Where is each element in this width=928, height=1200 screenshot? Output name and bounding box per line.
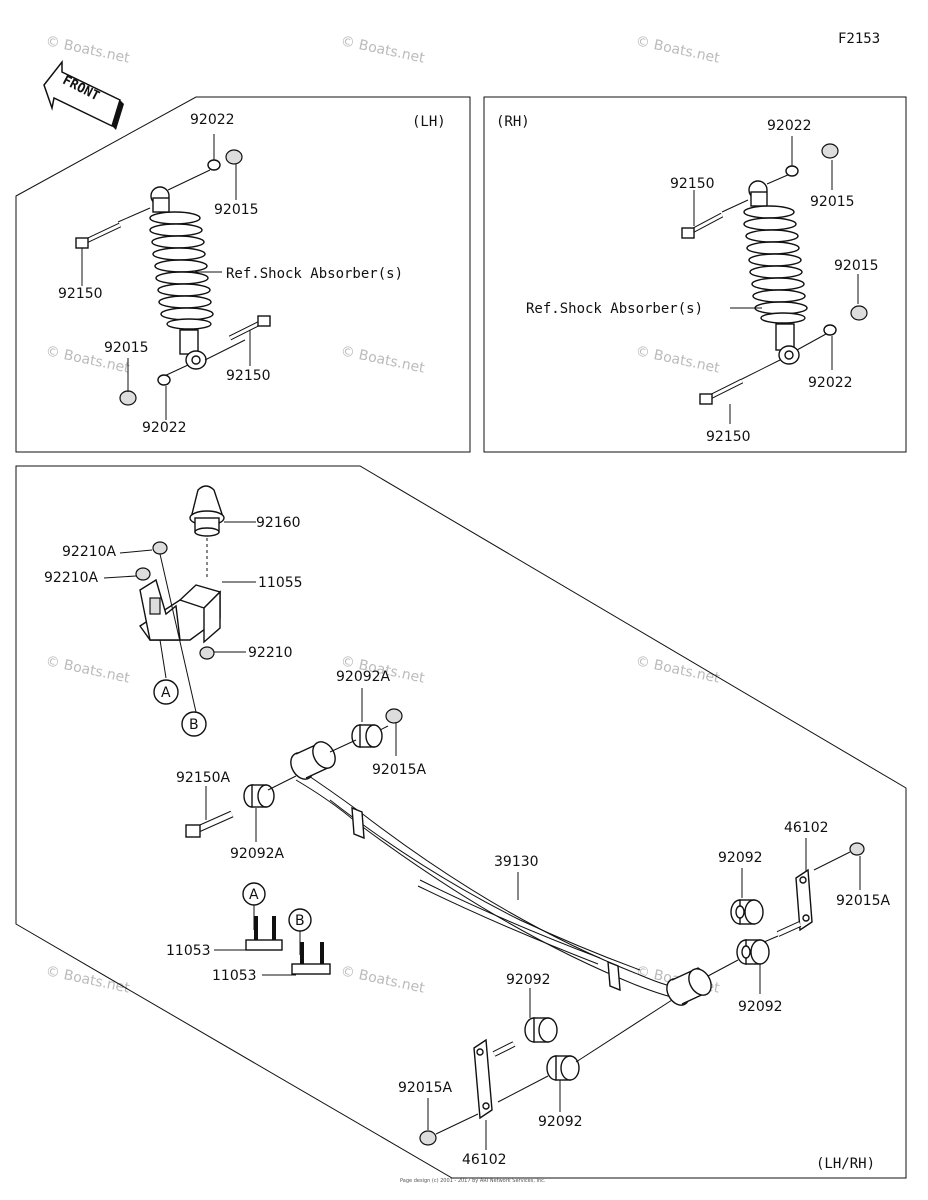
bush-left-2 xyxy=(546,1055,580,1081)
part-label: 11053 xyxy=(212,968,257,984)
leaf-side-label: (LH/RH) xyxy=(816,1156,875,1172)
rh-ref-label: Ref.Shock Absorber(s) xyxy=(526,301,703,317)
part-label: 92210A xyxy=(62,544,117,560)
clamp-a xyxy=(245,916,283,951)
watermark: © Boats.net xyxy=(339,343,426,377)
part-label: 92015 xyxy=(834,258,879,274)
part-label: 92015A xyxy=(372,762,427,778)
lh-bolt-bottom xyxy=(228,315,271,341)
lh-nut-bottom xyxy=(119,390,137,406)
rh-bolt-bottom xyxy=(699,378,744,405)
callout-b xyxy=(181,711,207,737)
part-label: 11053 xyxy=(166,943,211,959)
watermark: © Boats.net xyxy=(44,963,131,997)
footer-small: Page design (c) 2001 - 2017 by ARI Netwo… xyxy=(400,1178,546,1184)
bush-left-1 xyxy=(524,1017,558,1043)
lh-shock-absorber xyxy=(149,186,214,370)
callout-a-label: A xyxy=(161,685,171,701)
shackle-left xyxy=(473,1038,516,1120)
callout-b-clamp-label: B xyxy=(295,913,305,929)
watermark: © Boats.net xyxy=(634,33,721,67)
part-label: 46102 xyxy=(784,820,829,836)
nut-92015a-top xyxy=(385,708,403,724)
bolt-92150a xyxy=(185,810,234,838)
lh-washer-top xyxy=(207,159,221,171)
lh-nut-top xyxy=(225,149,243,165)
clamp-b xyxy=(291,942,331,975)
rh-bolt-top xyxy=(681,212,724,239)
part-label: 92092A xyxy=(230,846,285,862)
rh-nut-bottom xyxy=(850,305,868,321)
shackle-right xyxy=(776,868,813,937)
bracket xyxy=(139,578,222,644)
part-label: 92092A xyxy=(336,669,391,685)
watermark: © Boats.net xyxy=(44,33,131,67)
lh-panel xyxy=(15,96,471,453)
nut-92210 xyxy=(199,646,215,660)
nut-92015a-left xyxy=(419,1130,437,1146)
part-label: 92092 xyxy=(538,1114,583,1130)
rh-side-label: (RH) xyxy=(496,114,530,130)
lh-washer-bottom xyxy=(157,374,171,386)
rh-washer-bottom xyxy=(823,324,837,336)
rh-washer-top xyxy=(785,165,799,177)
bush-right-2 xyxy=(736,939,770,965)
diagram-code: F2153 xyxy=(838,31,880,47)
part-label: 92015 xyxy=(214,202,259,218)
bushing-92092a xyxy=(243,784,275,808)
watermark: © Boats.net xyxy=(634,653,721,687)
part-label: 92015 xyxy=(810,194,855,210)
part-label: 92092 xyxy=(506,972,551,988)
part-label: 92022 xyxy=(808,375,853,391)
watermark: © Boats.net xyxy=(44,653,131,687)
part-label: 92150A xyxy=(176,770,231,786)
lh-bolt-top xyxy=(75,222,122,249)
part-label: 92022 xyxy=(190,112,235,128)
part-label: 92150 xyxy=(670,176,715,192)
nut-92210a-1 xyxy=(152,541,168,555)
part-label: 92022 xyxy=(142,420,187,436)
part-label: 39130 xyxy=(494,854,539,870)
part-label: 92210 xyxy=(248,645,293,661)
part-label: 92022 xyxy=(767,118,812,134)
lh-side-label: (LH) xyxy=(412,114,446,130)
part-label: 92150 xyxy=(226,368,271,384)
part-label: 92092 xyxy=(738,999,783,1015)
callout-a-clamp-label: A xyxy=(249,887,259,903)
part-label: 46102 xyxy=(462,1152,507,1168)
bump-stop xyxy=(189,485,225,537)
part-label: 92092 xyxy=(718,850,763,866)
leaf-spring xyxy=(290,741,712,1006)
rh-nut-top xyxy=(821,143,839,159)
part-label: 92150 xyxy=(58,286,103,302)
watermark: © Boats.net xyxy=(634,343,721,377)
part-label: 11055 xyxy=(258,575,303,591)
lh-ref-label: Ref.Shock Absorber(s) xyxy=(226,266,403,282)
watermark: © Boats.net xyxy=(339,33,426,67)
nut-92015a-right xyxy=(849,842,865,856)
part-label: 92015A xyxy=(836,893,891,909)
callout-b-label: B xyxy=(189,717,199,733)
watermark: © Boats.net xyxy=(339,963,426,997)
part-label: 92015 xyxy=(104,340,149,356)
front-arrow-icon: FRONT xyxy=(43,59,124,130)
nut-92210a-2 xyxy=(135,567,151,581)
watermarks: © Boats.net © Boats.net © Boats.net © Bo… xyxy=(44,33,721,997)
leaf-panel xyxy=(15,465,907,1179)
rh-panel xyxy=(483,96,907,453)
part-label: 92210A xyxy=(44,570,99,586)
part-label: 92150 xyxy=(706,429,751,445)
part-label: 92160 xyxy=(256,515,301,531)
collar-top xyxy=(351,724,383,748)
part-label: 92015A xyxy=(398,1080,453,1096)
bush-right-1 xyxy=(730,899,764,925)
rh-shock-absorber xyxy=(743,180,808,365)
callout-a xyxy=(153,679,179,705)
